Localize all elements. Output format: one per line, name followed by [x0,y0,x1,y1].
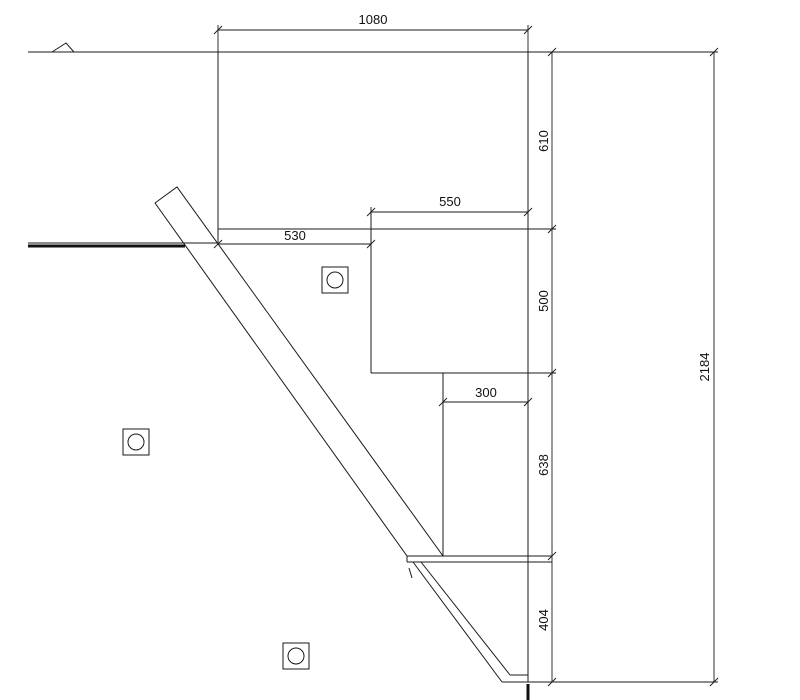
dimension-300: 300 [438,385,533,407]
outlet-symbol [122,428,150,456]
dimension-label-638: 638 [536,454,551,476]
dimension-label-300: 300 [475,385,497,400]
dimension-label-500: 500 [536,290,551,312]
outlet-symbol [282,642,310,670]
dimension-label-610: 610 [536,130,551,152]
small-tick [408,567,413,579]
dimension-label-530: 530 [284,228,306,243]
dimension-2184 [552,47,719,687]
triangle-outer [412,561,503,683]
outlet-symbol [321,266,349,294]
dimension-label-1080: 1080 [359,12,388,27]
dimension-label-550: 550 [439,194,461,209]
triangle-inner [420,561,511,676]
dimension-label-404: 404 [536,609,551,631]
dimension-right-chain [528,47,557,687]
dimension-label-2184: 2184 [697,353,712,382]
dimension-530: 530 [213,228,376,249]
dimension-1080: 1080 [213,12,533,52]
dimension-550: 550 [366,194,533,230]
wall-corner-mark [51,42,75,53]
